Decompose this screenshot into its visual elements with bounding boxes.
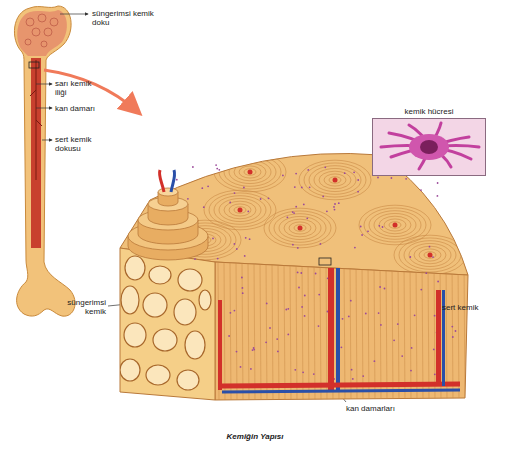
osteon-stack [128, 170, 208, 260]
bone-cell-picture [373, 119, 485, 175]
blood-vessels [218, 268, 460, 392]
figure-caption: Kemiğin Yapısı [227, 432, 284, 441]
inset-box: kemik hücresi [372, 118, 486, 176]
part-label: süngerimsi kemik doku [92, 9, 164, 27]
part-label: sert kemik [442, 303, 478, 312]
part-label: süngerimsi kemik [58, 298, 106, 316]
part-label: kan damarı [55, 104, 95, 113]
part-label: kan damarları [346, 404, 395, 413]
part-label: sert kemik dokusu [55, 135, 101, 153]
part-label: sarı kemik iliği [55, 79, 101, 97]
long-bone [14, 6, 138, 316]
inset-heading: kemik hücresi [373, 107, 485, 116]
